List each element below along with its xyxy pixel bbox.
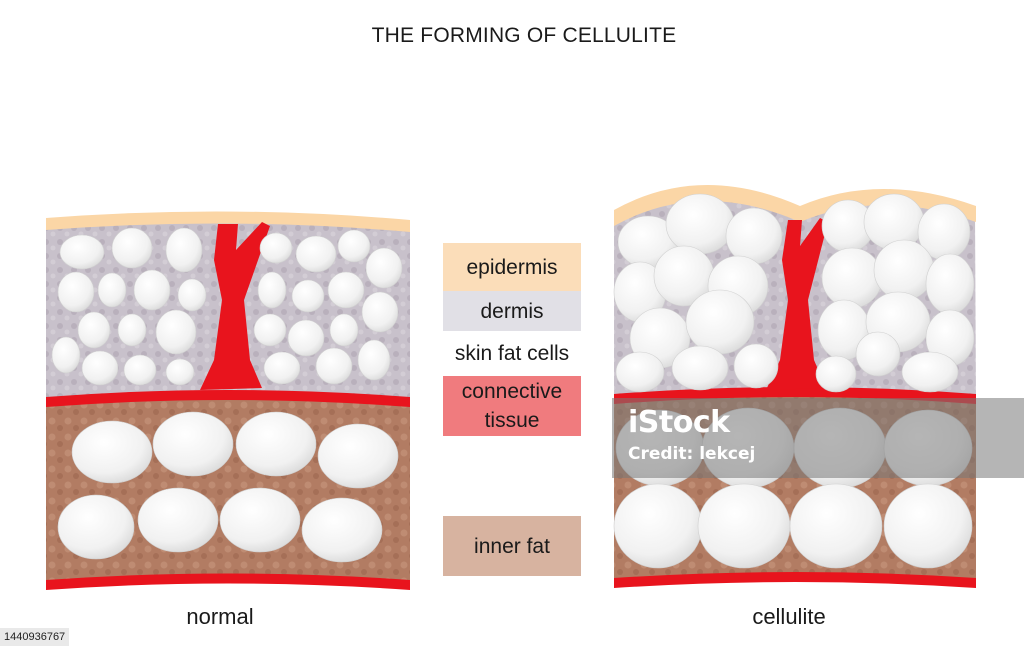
legend-label-dermis: dermis — [480, 299, 544, 323]
legend-swatch-connective — [443, 376, 581, 436]
caption-normal: normal — [186, 604, 254, 629]
legend-swatch-inner-fat — [443, 516, 581, 576]
normal-inner-fat-cells — [57, 411, 399, 563]
cellulite-connective-line-top — [614, 387, 976, 404]
legend-swatch-dermis — [443, 291, 581, 331]
normal-connective-line-bottom — [46, 573, 410, 590]
cellulite-connective-septum — [766, 218, 828, 390]
legend-swatch-epidermis — [443, 243, 581, 291]
legend-label-inner-fat: inner fat — [474, 534, 550, 558]
watermark-band — [612, 398, 1024, 478]
normal-epidermis — [46, 211, 410, 232]
stock-id-badge: 1440936767 — [0, 628, 70, 646]
normal-connective-septum — [200, 222, 270, 390]
cellulite-skin-fat-cells — [613, 193, 975, 393]
legend-label-connective-tissue: connective tissue — [461, 380, 563, 432]
normal-skin-panel — [46, 211, 410, 590]
normal-connective-line-top — [46, 390, 410, 407]
watermark-logo: iStock — [628, 405, 730, 440]
legend-label-epidermis: epidermis — [466, 255, 558, 279]
cellulite-skin-panel — [613, 184, 976, 588]
legend-label-skin-fat-cells: skin fat cells — [454, 341, 570, 365]
normal-skin-fat-cells — [51, 227, 403, 386]
diagram-title: THE FORMING OF CELLULITE — [371, 24, 677, 47]
watermark-credit: Credit: lekcej — [628, 444, 756, 464]
caption-cellulite: cellulite — [752, 604, 826, 629]
cellulite-connective-line-bottom — [614, 572, 976, 588]
